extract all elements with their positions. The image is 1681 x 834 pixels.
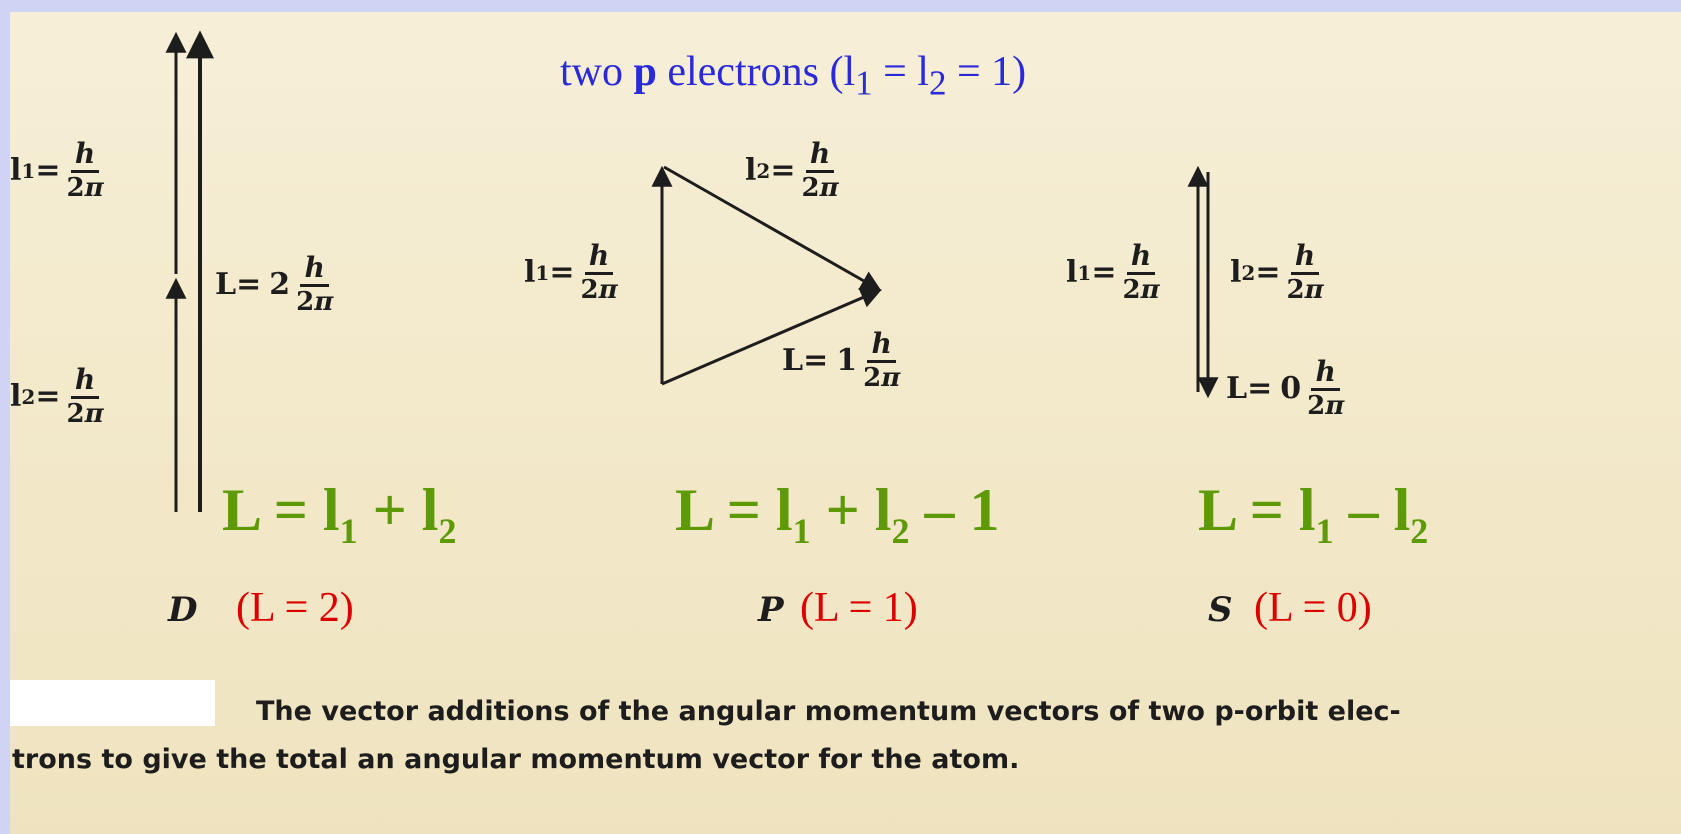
p-l2-vector [663,165,882,292]
value-d: (L = 2) [236,585,354,631]
term-p: P [758,590,784,630]
value-s: (L = 0) [1254,585,1372,631]
p-L-vector [661,287,882,386]
figure-caption: The vector additions of the angular mome… [10,688,1670,784]
term-s: S [1208,590,1233,630]
rule-d: L = l1 + l2 [222,477,457,551]
rule-s: L = l1 – l2 [1198,477,1429,551]
caption-line-2: trons to give the total an angular momen… [12,744,1020,775]
vector-diagram [165,30,1219,512]
diagram-title: two p electrons (l1 = l2 = 1) [560,49,1027,103]
value-p: (L = 1) [800,585,918,631]
term-d: D [168,590,198,630]
caption-line-1: The vector additions of the angular mome… [256,696,1401,727]
redacted-figure-number [10,680,215,726]
rule-p: L = l1 + l2 – 1 [675,477,1000,551]
